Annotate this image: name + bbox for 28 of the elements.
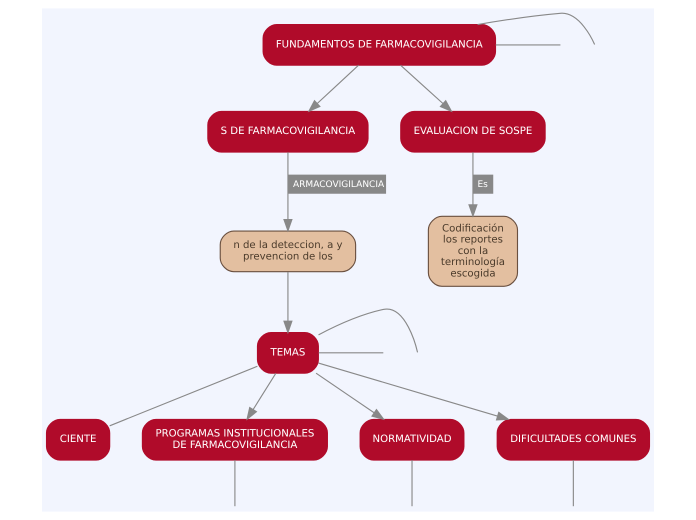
arrow (468, 152, 478, 218)
node-box: TEMAS (256, 332, 319, 374)
node-box: DIFICULTADES COMUNES (496, 418, 650, 461)
arrow (316, 372, 385, 420)
node-box: EVALUACION DE SOSPE (400, 110, 546, 153)
edge-label: Es (477, 180, 488, 190)
connector (477, 12, 596, 45)
connector (318, 308, 418, 352)
node-box: CIENTE (46, 418, 110, 461)
connector (496, 44, 560, 46)
arrow (283, 272, 293, 334)
connector (572, 460, 574, 506)
node-box: S DE FARMACOVIGILANCIA (207, 110, 369, 153)
arrow (400, 64, 453, 112)
edge-label: ARMACOVIGILANCIA (293, 180, 384, 190)
node-box: PROGRAMAS INSTITUCIONALES DE FARMACOVIGILANCIA (142, 418, 328, 461)
node-box: n de la deteccion, a y prevencion de los (220, 230, 356, 272)
connector (109, 366, 258, 426)
arrow (308, 64, 359, 112)
node-box: FUNDAMENTOS DE FARMACOVIGILANCIA (262, 24, 496, 66)
arrow (318, 362, 510, 421)
node-box: NORMATIVIDAD (360, 418, 464, 461)
arrow (283, 152, 293, 233)
connector (234, 460, 236, 506)
arrow (246, 372, 276, 421)
connector (318, 352, 384, 354)
node-box: Codificación los reportes con la terminología escogida (428, 216, 518, 287)
connector (411, 460, 413, 506)
